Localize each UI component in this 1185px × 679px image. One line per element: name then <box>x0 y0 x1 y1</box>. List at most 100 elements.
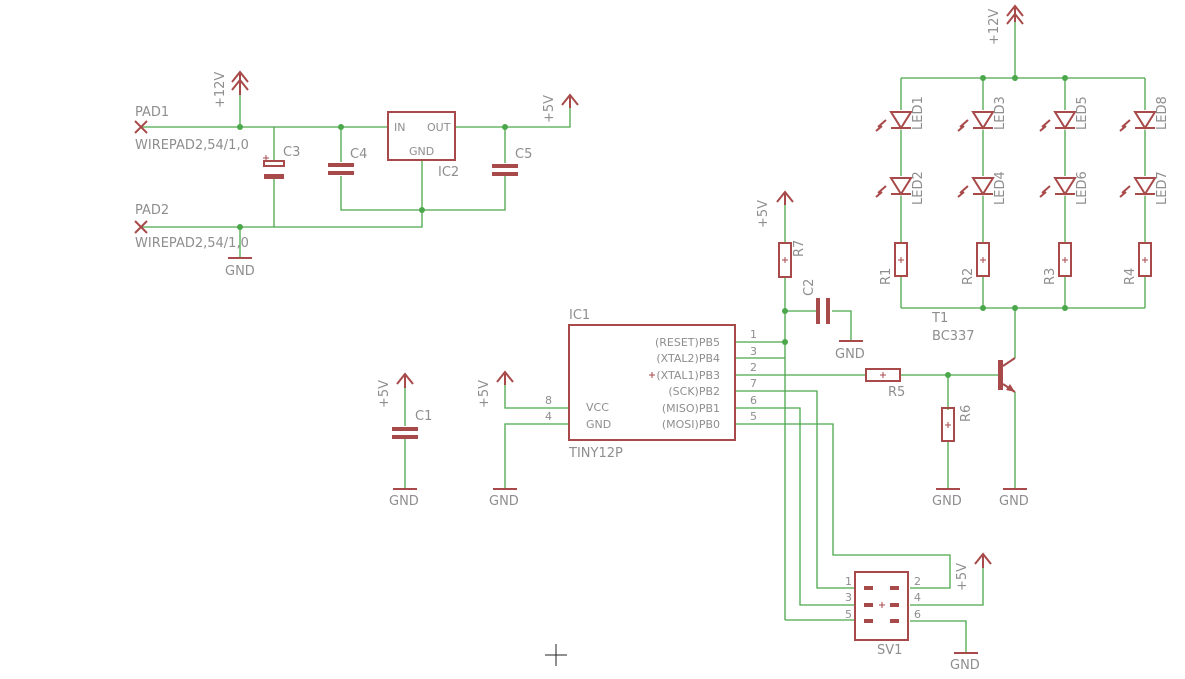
ground-c2: GND <box>835 340 865 362</box>
resistor-r3-label: R3 <box>1043 268 1058 285</box>
mcu-pin-pb2: (SCK)PB2 <box>668 385 720 398</box>
led-5-label: LED5 <box>1075 96 1090 130</box>
mcu-ic1: IC1 TINY12P VCC GND 8 4 (RESET)PB5 (XTAL… <box>545 308 757 461</box>
pad1-value: WIREPAD2,54/1,0 <box>135 138 249 153</box>
mcu-pin-pb5: (RESET)PB5 <box>655 336 720 349</box>
power-5v-ic1-label: +5V <box>477 380 492 408</box>
regulator-out-pin: OUT <box>427 121 451 134</box>
capacitor-c5-label: C5 <box>515 147 532 162</box>
junctions <box>237 75 1068 378</box>
pad2-value: WIREPAD2,54/1,0 <box>135 236 249 251</box>
mcu-pin-num-1: 1 <box>750 328 757 341</box>
resistor-r6-label: R6 <box>959 405 974 422</box>
led-6-label: LED6 <box>1075 171 1090 205</box>
led-5: LED5 <box>1039 96 1090 132</box>
ground-ic1-label: GND <box>489 494 519 509</box>
transistor-value: BC337 <box>932 329 975 344</box>
transistor-name: T1 <box>931 311 948 326</box>
power-5v-reg: +5V <box>542 93 579 123</box>
pad2-name: PAD2 <box>135 203 169 218</box>
mcu-pin-num-3: 3 <box>750 345 757 358</box>
power-5v-r7-label: +5V <box>756 200 771 228</box>
led-1-label: LED1 <box>911 96 926 130</box>
power-5v-c1-label: +5V <box>377 380 392 408</box>
mcu-pin-num-gnd: 4 <box>545 410 552 423</box>
header-pin-3: 3 <box>845 591 852 604</box>
led-8: LED8 <box>1119 96 1170 132</box>
mcu-pin-pb4: (XTAL2)PB4 <box>656 352 720 365</box>
regulator-gnd-pin: GND <box>409 145 434 158</box>
ground-ic1: GND <box>489 488 519 509</box>
mcu-name: IC1 <box>569 308 590 323</box>
ground-pad: GND <box>225 257 255 279</box>
mcu-pin-num-6: 6 <box>750 394 757 407</box>
resistor-r1-label: R1 <box>879 268 894 285</box>
transistor-t1: T1 BC337 <box>931 311 1016 393</box>
led-4: LED4 <box>957 171 1008 205</box>
mcu-vcc-label: VCC <box>586 401 609 414</box>
mcu-pin-pb3: (XTAL1)PB3 <box>656 369 720 382</box>
pad1-name: PAD1 <box>135 105 169 120</box>
mcu-pin-pb0: (MOSI)PB0 <box>662 418 720 431</box>
resistor-r3: R3 <box>1043 242 1072 285</box>
resistor-r4: R4 <box>1123 242 1152 285</box>
mcu-value: TINY12P <box>568 446 623 461</box>
resistor-r7-label: R7 <box>792 240 807 257</box>
resistor-r6: R6 <box>941 405 974 442</box>
power-12v-left: +12V <box>213 70 249 108</box>
power-12v-top: +12V <box>987 4 1024 45</box>
ground-r6: GND <box>932 488 962 509</box>
power-5v-ic1: +5V <box>477 370 514 408</box>
power-12v-left-label: +12V <box>213 72 228 108</box>
power-12v-top-label: +12V <box>987 9 1002 45</box>
header-pin-1: 1 <box>845 575 852 588</box>
ground-c2-label: GND <box>835 347 865 362</box>
pad1: PAD1 WIREPAD2,54/1,0 <box>134 105 249 153</box>
header-sv1: 1 2 3 4 5 6 SV1 <box>845 571 921 658</box>
ground-r6-label: GND <box>932 494 962 509</box>
ground-t1-label: GND <box>999 494 1029 509</box>
capacitor-c4: C4 <box>328 147 367 175</box>
led-3: LED3 <box>957 96 1008 132</box>
wires <box>140 20 1146 652</box>
mcu-pin-pb1: (MISO)PB1 <box>662 402 720 415</box>
ground-sv1-label: GND <box>950 658 980 673</box>
led-3-label: LED3 <box>993 96 1008 130</box>
header-name: SV1 <box>877 643 902 658</box>
capacitor-c3-label: C3 <box>283 145 300 160</box>
ground-t1: GND <box>999 488 1029 509</box>
regulator-name: IC2 <box>438 165 459 180</box>
led-1: LED1 <box>875 96 926 132</box>
capacitor-c2: C2 <box>802 279 830 324</box>
ground-c1-label: GND <box>389 494 419 509</box>
regulator-ic2: IN OUT GND IC2 <box>387 111 459 180</box>
cursor-crosshair-icon <box>545 644 567 666</box>
capacitor-c5: C5 <box>492 147 532 176</box>
capacitor-c2-label: C2 <box>802 279 817 296</box>
capacitor-c1: C1 <box>392 409 432 439</box>
mcu-pin-num-vcc: 8 <box>545 394 552 407</box>
header-pin-5: 5 <box>845 608 852 621</box>
led-6: LED6 <box>1039 171 1090 205</box>
power-5v-r7: +5V <box>756 190 794 228</box>
resistor-r1: R1 <box>879 242 908 285</box>
resistor-r5: R5 <box>865 368 905 400</box>
mcu-pin-num-2: 2 <box>750 361 757 374</box>
regulator-in-pin: IN <box>394 121 405 134</box>
led-array: LED1 LED2 LED3 LED4 LED5 LED6 <box>875 96 1170 205</box>
capacitor-c4-label: C4 <box>350 147 367 162</box>
power-5v-reg-label: +5V <box>542 95 557 123</box>
capacitor-c1-label: C1 <box>415 409 432 424</box>
ground-c1: GND <box>389 488 419 509</box>
resistor-r7: R7 <box>778 240 807 278</box>
capacitor-c3: C3 <box>263 145 300 179</box>
pad2: PAD2 WIREPAD2,54/1,0 <box>134 203 249 251</box>
resistor-r2-label: R2 <box>961 268 976 285</box>
mcu-gnd-label: GND <box>586 418 611 431</box>
led-8-label: LED8 <box>1155 96 1170 130</box>
mcu-pin-num-5: 5 <box>750 410 757 423</box>
power-5v-sv1-label: +5V <box>955 563 970 591</box>
led-7: LED7 <box>1119 171 1170 205</box>
header-pin-6: 6 <box>914 608 921 621</box>
